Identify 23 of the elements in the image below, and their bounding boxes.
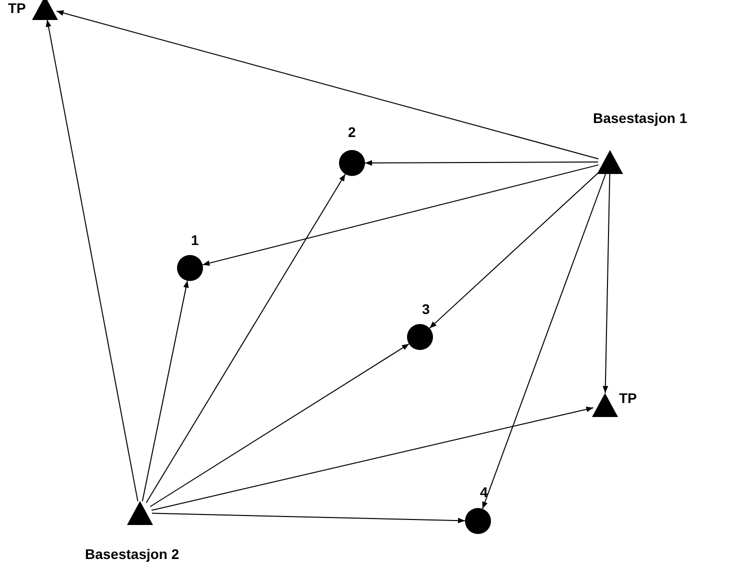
arrow: [150, 343, 410, 508]
arrow: [142, 280, 189, 502]
arrow: [202, 164, 599, 266]
arrow: [602, 174, 610, 394]
circle-marker: [407, 324, 433, 350]
node-label: 4: [480, 484, 488, 500]
node-label: TP: [619, 390, 637, 406]
node-label: TP: [8, 0, 26, 16]
arrow: [364, 160, 598, 166]
arrow: [146, 174, 346, 504]
circle-marker: [465, 508, 491, 534]
circle-marker: [177, 255, 203, 281]
circle-marker: [339, 150, 365, 176]
node-label: Basestasjon 1: [593, 110, 688, 126]
node-label: 1: [191, 232, 199, 248]
node-label: Basestasjon 2: [85, 546, 180, 562]
arrow: [56, 10, 599, 160]
arrow: [482, 172, 606, 510]
arrow: [151, 406, 594, 511]
arrow: [152, 512, 466, 524]
node-label: 2: [348, 124, 356, 140]
node-label: 3: [422, 301, 430, 317]
arrow: [46, 19, 138, 502]
